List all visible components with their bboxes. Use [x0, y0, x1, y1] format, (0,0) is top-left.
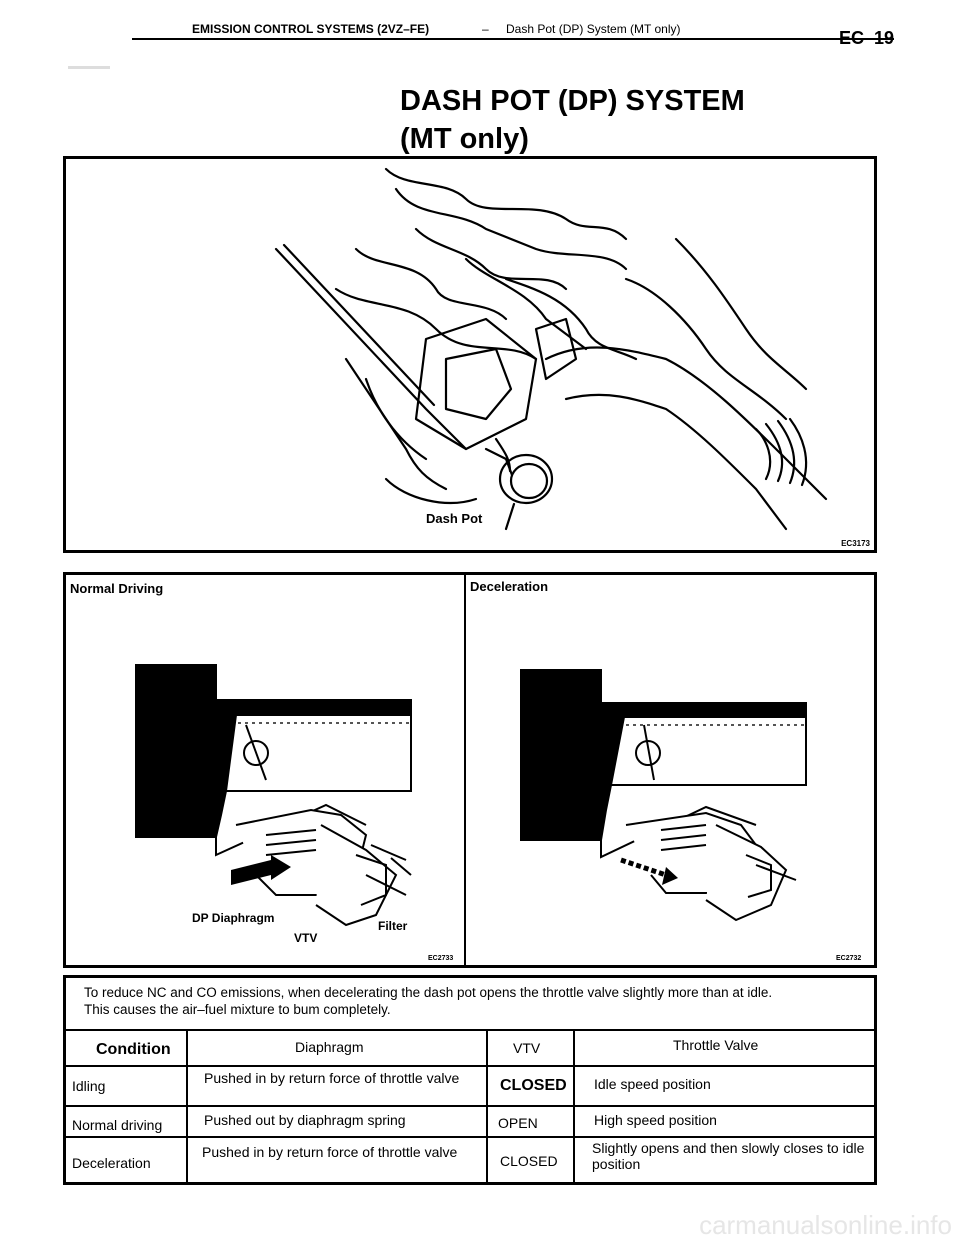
description-line1: To reduce NC and CO emissions, when dece… [84, 985, 773, 1000]
header-diaphragm: Diaphragm [295, 1039, 364, 1055]
header-subsection: Dash Pot (DP) System (MT only) [506, 22, 681, 36]
deceleration-heading: Deceleration [470, 579, 549, 594]
row-normal-condition: Normal driving [72, 1117, 163, 1133]
table-rule [186, 1029, 188, 1182]
figure2-right-code: EC2732 [836, 955, 862, 962]
row-decel-throttle: Slightly opens and then slowly closes to… [592, 1140, 865, 1172]
watermark-footer: carmanualsonline.info [699, 1210, 952, 1240]
header-dash: – [482, 22, 489, 36]
table-rule [66, 1065, 874, 1067]
row-idling-condition: Idling [72, 1078, 106, 1094]
header-section: EMISSION CONTROL SYSTEMS (2VZ–FE) [192, 22, 430, 36]
cross-section-drawing [135, 664, 807, 927]
row-normal-throttle: High speed position [594, 1112, 717, 1128]
header-rule [132, 38, 894, 40]
table-rule [486, 1029, 488, 1182]
header-vtv: VTV [513, 1040, 541, 1056]
row-decel-condition: Deceleration [72, 1155, 151, 1171]
figure2-left-code: EC2733 [428, 955, 454, 962]
page-header [58, 22, 894, 62]
table-rule [66, 1136, 874, 1138]
vtv-label: VTV [294, 931, 318, 945]
row-idling-vtv: CLOSED [500, 1077, 567, 1094]
condition-table: To reduce NC and CO emissions, when dece… [63, 975, 877, 1185]
dp-diaphragm-label: DP Diaphragm [192, 911, 275, 925]
dash-pot-callout: Dash Pot [426, 511, 483, 526]
row-decel-vtv: CLOSED [500, 1153, 558, 1169]
header-throttle-valve: Throttle Valve [673, 1037, 759, 1053]
table-rule [66, 1029, 874, 1031]
engine-illustration: Dash Pot EC3173 [63, 156, 877, 553]
engine-drawing [274, 167, 828, 531]
table-rule [66, 1105, 874, 1107]
row-idling-diaphragm: Pushed in by return force of throttle va… [204, 1070, 460, 1086]
scan-smudge [68, 66, 110, 69]
header-condition: Condition [96, 1041, 171, 1058]
description-line2: This causes the air–fuel mixture to bum … [84, 1002, 391, 1017]
panel-divider [464, 575, 466, 965]
normal-driving-heading: Normal Driving [70, 581, 164, 596]
table-description: To reduce NC and CO emissions, when dece… [84, 984, 772, 1018]
figure1-code: EC3173 [841, 539, 870, 548]
row-decel-diaphragm: Pushed in by return force of throttle va… [202, 1144, 458, 1160]
table-rule [573, 1029, 575, 1182]
row-idling-throttle: Idle speed position [594, 1076, 711, 1092]
title-line2: (MT only) [400, 123, 529, 155]
cross-section-figure: Normal Driving Deceleration [63, 572, 877, 968]
filter-label: Filter [378, 919, 408, 933]
row-normal-diaphragm: Pushed out by diaphragm spring [204, 1112, 406, 1128]
title-line1: DASH POT (DP) SYSTEM [400, 85, 745, 117]
row-normal-vtv: OPEN [498, 1115, 538, 1131]
page-title: DASH POT (DP) SYSTEM (MT only) [400, 82, 745, 158]
